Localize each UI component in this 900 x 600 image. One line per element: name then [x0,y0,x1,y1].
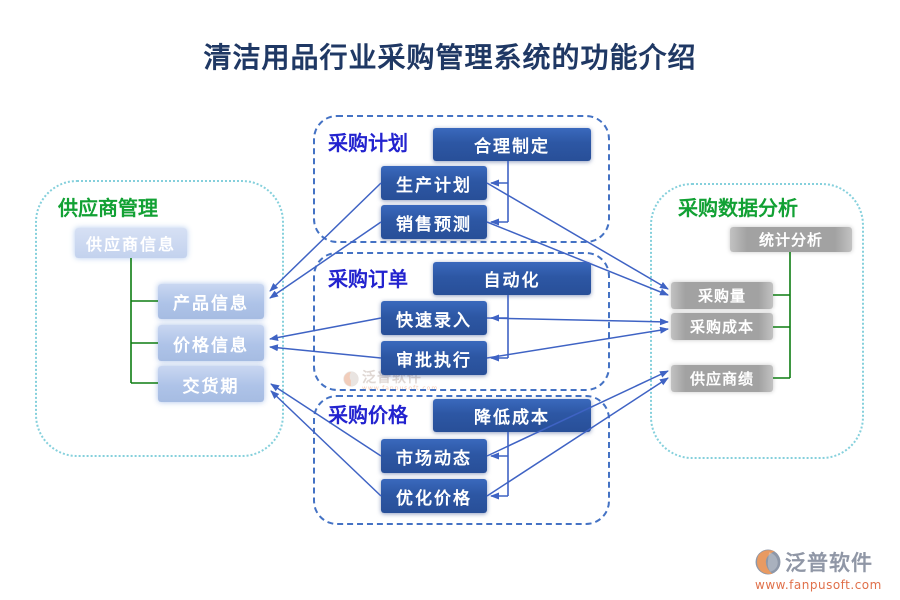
node-price-info: 价格信息 [158,325,264,361]
watermark-url: www.fanpusoft.com [362,385,439,392]
node-purchase-volume: 采购量 [671,282,773,309]
node-supplier-info: 供应商信息 [75,228,187,258]
node-statistical-analysis: 统计分析 [730,227,852,252]
fanpu-logo-text: 泛普软件 [785,551,873,575]
node-supplier-performance: 供应商绩 [671,365,773,392]
purchase-order-title: 采购订单 [328,267,408,291]
node-purchase-cost: 采购成本 [671,313,773,340]
fanpu-logo: 泛普软件 www.fanpusoft.com [755,547,882,592]
purchase-plan-title: 采购计划 [328,131,408,155]
purchase-price-title: 采购价格 [328,403,408,427]
node-production-plan: 生产计划 [381,166,487,200]
node-sales-forecast: 销售预测 [381,205,487,239]
fanpu-logo-icon [755,549,781,575]
node-delivery-period: 交货期 [158,366,264,402]
node-fast-entry: 快速录入 [381,301,487,335]
node-cost-reduction: 降低成本 [433,399,591,432]
node-market-dynamics: 市场动态 [381,439,487,473]
node-approval-execution: 审批执行 [381,341,487,375]
purchase-data-analysis-title: 采购数据分析 [678,196,798,220]
purchase-plan-group [313,115,610,243]
node-product-info: 产品信息 [158,284,264,319]
node-reasonable-planning: 合理制定 [433,128,591,161]
node-price-optimization: 优化价格 [381,479,487,513]
watermark-logo-icon [343,371,359,387]
supplier-management-title: 供应商管理 [58,196,158,220]
fanpu-logo-url: www.fanpusoft.com [755,578,882,592]
page-title: 清洁用品行业采购管理系统的功能介绍 [203,41,697,74]
node-automation: 自动化 [433,262,591,295]
